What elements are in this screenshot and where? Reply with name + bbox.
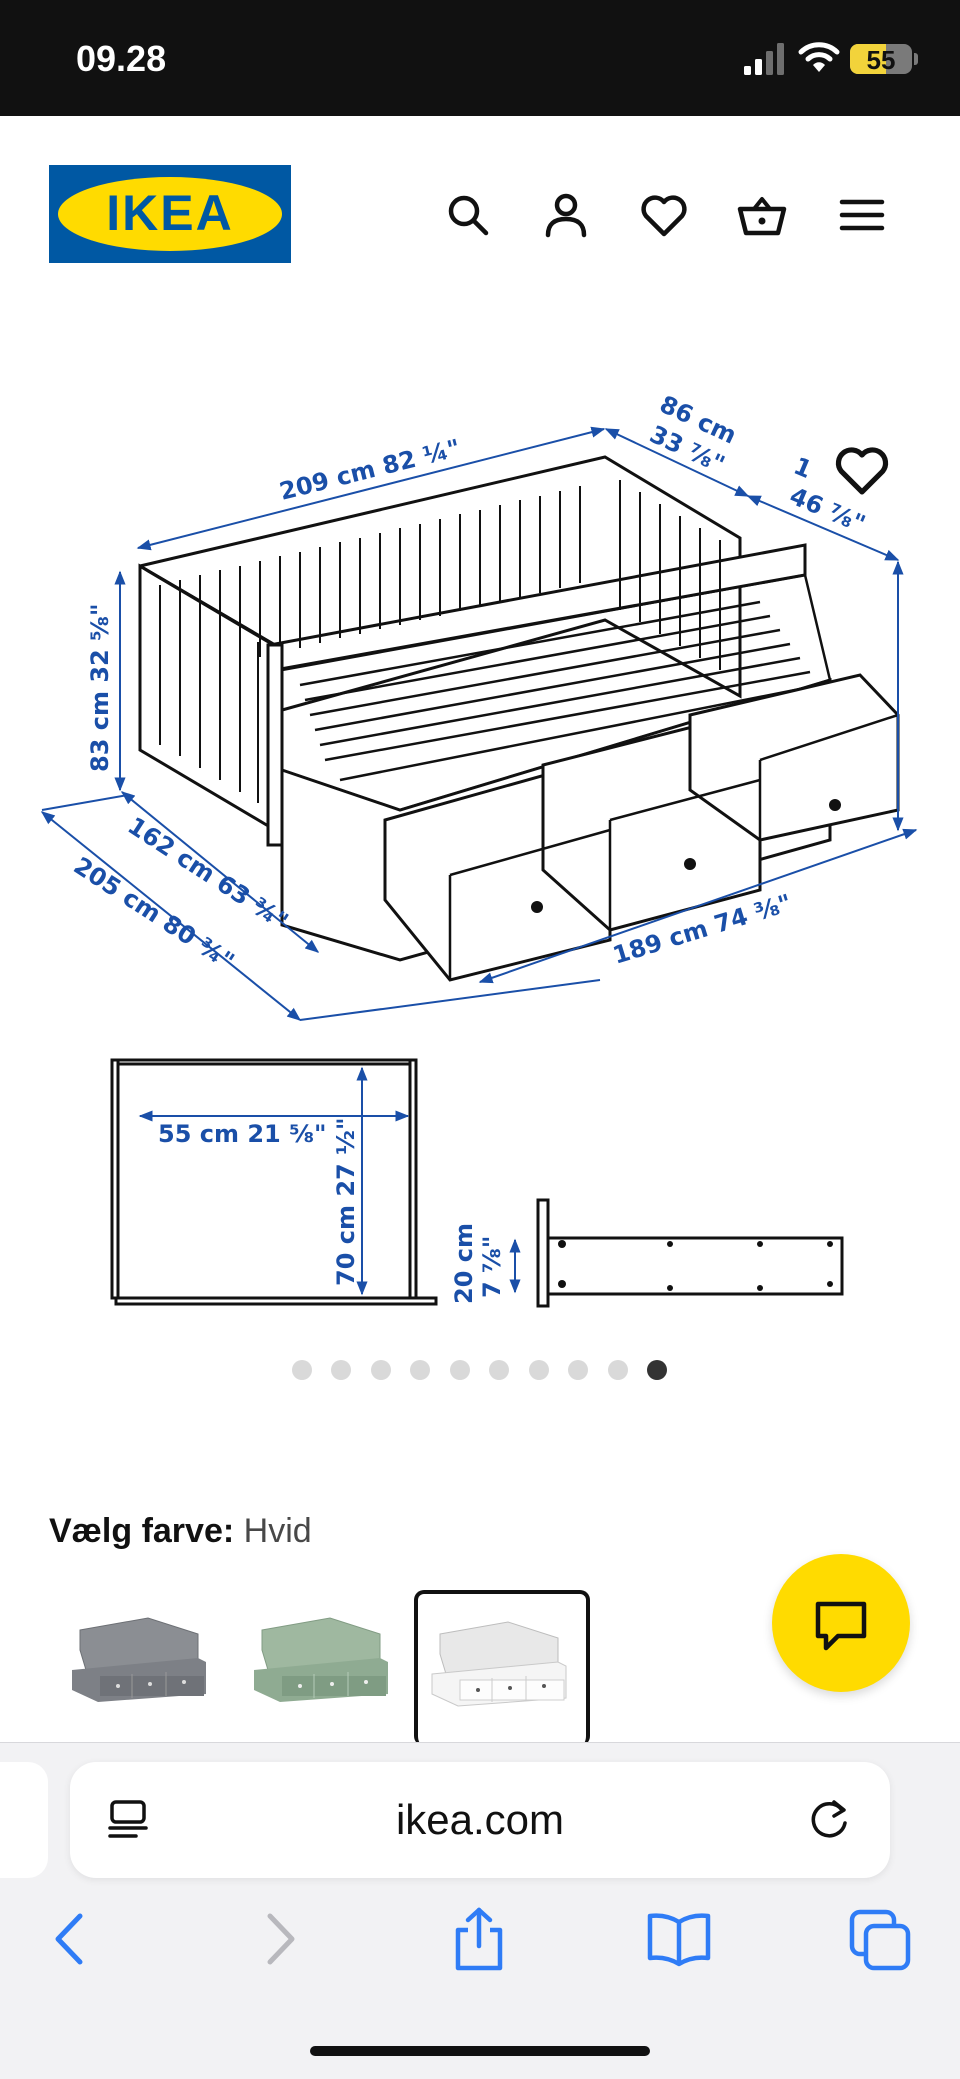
- carousel-dot[interactable]: [331, 1360, 351, 1380]
- address-bar[interactable]: ikea.com: [70, 1762, 890, 1878]
- url-text: ikea.com: [395, 1796, 565, 1843]
- dim-drawer-height: 20 cm: [450, 1223, 478, 1304]
- chat-button[interactable]: [772, 1554, 910, 1692]
- chat-icon: [815, 1601, 867, 1651]
- add-to-wishlist-heart-icon[interactable]: [832, 440, 892, 500]
- product-image-gallery[interactable]: 209 cm 82 ¼" 86 cm 33 ⅞" 1 46 ⅞" 83 cm 3…: [0, 340, 960, 1340]
- cellular-signal-icon: [742, 42, 786, 76]
- status-time: 09.28: [76, 38, 167, 79]
- carousel-dot[interactable]: [529, 1360, 549, 1380]
- wifi-icon: [798, 40, 840, 74]
- color-swatch-green[interactable]: [240, 1590, 408, 1740]
- color-swatch-grey[interactable]: [58, 1590, 226, 1740]
- color-swatch-white-selected[interactable]: [414, 1590, 590, 1746]
- carousel-dot-active[interactable]: [647, 1360, 667, 1380]
- menu-icon[interactable]: [836, 189, 888, 241]
- account-icon[interactable]: [540, 189, 592, 241]
- ikea-logo[interactable]: IKEA: [49, 165, 291, 263]
- share-icon[interactable]: [446, 1906, 512, 1972]
- dim-drawer-depth: 70 cm 27 ½": [332, 1118, 360, 1286]
- dim-drawer-width: 55 cm 21 ⅝": [158, 1120, 326, 1148]
- heart-icon[interactable]: [638, 189, 690, 241]
- dim-height: 83 cm 32 ⅝": [86, 604, 114, 772]
- status-bar: 09.28 55: [0, 0, 960, 116]
- carousel-dot[interactable]: [450, 1360, 470, 1380]
- home-indicator: [310, 2046, 650, 2056]
- carousel-dot[interactable]: [410, 1360, 430, 1380]
- carousel-pagination: [292, 1360, 672, 1380]
- battery-icon: 55: [850, 44, 912, 75]
- carousel-dot[interactable]: [608, 1360, 628, 1380]
- basket-icon[interactable]: [736, 189, 788, 241]
- tabs-icon[interactable]: [848, 1906, 914, 1972]
- carousel-dot[interactable]: [568, 1360, 588, 1380]
- back-icon[interactable]: [38, 1906, 104, 1972]
- dim-top-length: 209 cm 82 ¼": [277, 434, 463, 506]
- carousel-dot[interactable]: [292, 1360, 312, 1380]
- carousel-dot[interactable]: [371, 1360, 391, 1380]
- dim-right-height: 1: [790, 452, 816, 484]
- dimension-drawing: 209 cm 82 ¼" 86 cm 33 ⅞" 1 46 ⅞" 83 cm 3…: [40, 390, 918, 1308]
- selected-color: Hvid: [243, 1512, 312, 1550]
- search-icon[interactable]: [442, 189, 494, 241]
- color-selector-label: Vælg farve: Hvid: [49, 1512, 312, 1550]
- battery-level: 55: [866, 45, 896, 75]
- forward-icon[interactable]: [246, 1906, 312, 1972]
- reload-icon[interactable]: [806, 1796, 852, 1842]
- reader-mode-icon[interactable]: [106, 1798, 150, 1842]
- carousel-dot[interactable]: [489, 1360, 509, 1380]
- bookmarks-icon[interactable]: [646, 1906, 712, 1972]
- previous-tab-peek[interactable]: [0, 1762, 48, 1878]
- dim-drawer-height-inches: 7 ⅞": [478, 1236, 506, 1298]
